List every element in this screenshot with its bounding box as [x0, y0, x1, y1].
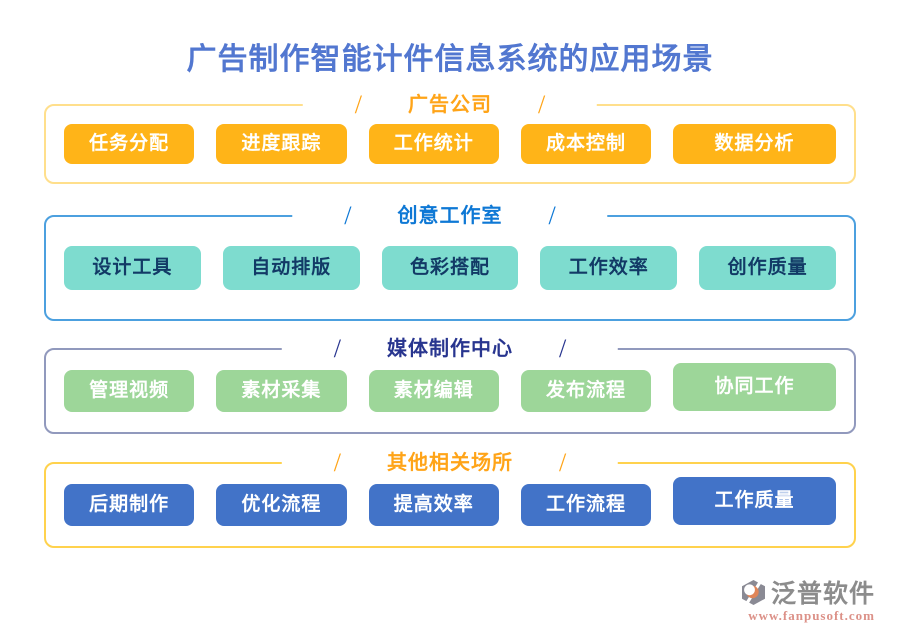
section-advertising-company: / 广告公司 / 任务分配 进度跟踪 工作统计 成本控制 数据分析 — [44, 91, 856, 184]
scenario-button-data-analysis[interactable]: 数据分析 — [673, 124, 836, 164]
scenario-button-post-production[interactable]: 后期制作 — [64, 484, 195, 526]
button-row: 设计工具 自动排版 色彩搭配 工作效率 创作质量 — [46, 246, 854, 290]
slash-decor: / — [538, 90, 546, 119]
scenario-button-video-management[interactable]: 管理视频 — [64, 370, 195, 412]
scenario-button-work-quality[interactable]: 工作质量 — [673, 477, 836, 525]
slash-decor: / — [559, 334, 567, 363]
scenario-button-process-optimization[interactable]: 优化流程 — [216, 484, 347, 526]
scenario-sections: / 广告公司 / 任务分配 进度跟踪 工作统计 成本控制 数据分析 / 创意工作… — [44, 91, 856, 548]
scenario-button-publishing-process[interactable]: 发布流程 — [520, 370, 652, 412]
section-title: 广告公司 — [408, 94, 492, 116]
scenario-button-cost-control[interactable]: 成本控制 — [520, 124, 652, 164]
footer-brand-area: 泛普软件 www.fanpusoft.com — [740, 574, 875, 624]
section-header: / 创意工作室 / — [292, 201, 608, 230]
section-header: / 媒体制作中心 / — [281, 334, 619, 363]
scenario-button-color-matching[interactable]: 色彩搭配 — [381, 246, 519, 290]
slash-decor: / — [333, 334, 341, 363]
scenario-button-design-tools[interactable]: 设计工具 — [64, 246, 201, 290]
scenario-button-material-editing[interactable]: 素材编辑 — [368, 370, 499, 412]
slash-decor: / — [333, 448, 341, 477]
section-creative-studio: / 创意工作室 / 设计工具 自动排版 色彩搭配 工作效率 创作质量 — [44, 202, 856, 321]
slash-decor: / — [354, 90, 362, 119]
section-header: / 其他相关场所 / — [281, 448, 619, 477]
brand-url[interactable]: www.fanpusoft.com — [748, 608, 875, 623]
fanpu-logo-icon — [741, 578, 765, 606]
page-title: 广告制作智能计件信息系统的应用场景 — [186, 43, 714, 76]
section-title: 创意工作室 — [397, 205, 503, 227]
scenario-button-progress-tracking[interactable]: 进度跟踪 — [216, 124, 347, 164]
section-title: 媒体制作中心 — [387, 338, 513, 360]
scenario-button-work-statistics[interactable]: 工作统计 — [368, 124, 499, 164]
section-media-production-center: / 媒体制作中心 / 管理视频 素材采集 素材编辑 发布流程 协同工作 — [44, 335, 856, 434]
section-other-related-places: / 其他相关场所 / 后期制作 优化流程 提高效率 工作流程 工作质量 — [44, 449, 856, 548]
scenario-button-creation-quality[interactable]: 创作质量 — [699, 246, 836, 290]
slash-decor: / — [344, 201, 352, 230]
slash-decor: / — [548, 201, 556, 230]
slash-decor: / — [559, 448, 567, 477]
section-title: 其他相关场所 — [387, 452, 513, 474]
scenario-button-task-assignment[interactable]: 任务分配 — [64, 124, 195, 164]
button-row: 后期制作 优化流程 提高效率 工作流程 工作质量 — [46, 477, 854, 529]
button-row: 管理视频 素材采集 素材编辑 发布流程 协同工作 — [46, 363, 854, 415]
scenario-button-work-efficiency[interactable]: 工作效率 — [540, 246, 678, 290]
scenario-button-material-collection[interactable]: 素材采集 — [216, 370, 347, 412]
scenario-button-collaborative-work[interactable]: 协同工作 — [673, 363, 836, 411]
button-row: 任务分配 进度跟踪 工作统计 成本控制 数据分析 — [46, 124, 854, 164]
scenario-button-auto-layout[interactable]: 自动排版 — [222, 246, 360, 290]
brand-name: 泛普软件 — [770, 581, 875, 608]
scenario-button-efficiency-improvement[interactable]: 提高效率 — [368, 484, 499, 526]
scenario-button-workflow[interactable]: 工作流程 — [520, 484, 652, 526]
section-header: / 广告公司 / — [302, 90, 598, 119]
